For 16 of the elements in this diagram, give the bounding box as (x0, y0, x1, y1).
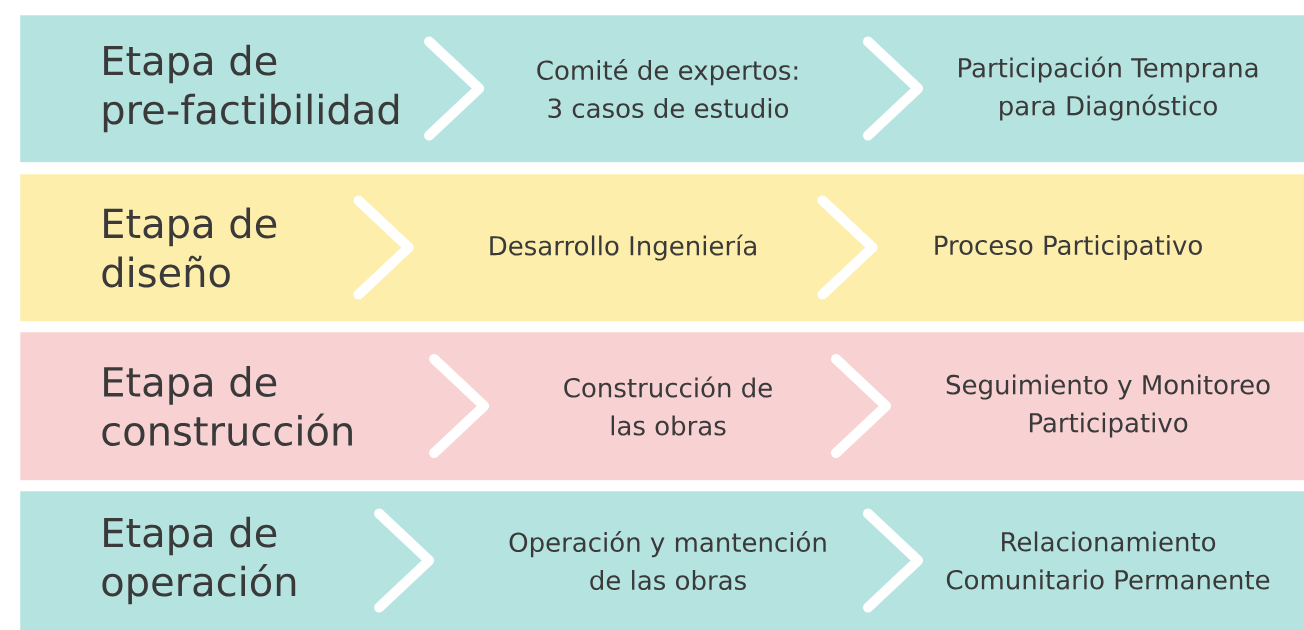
step-text: Construcción de las obras (564, 376, 772, 436)
step-text: Desarrollo Ingeniería (490, 234, 756, 261)
band (20, 174, 1304, 322)
band (20, 332, 1304, 481)
band (20, 491, 1304, 630)
step-text: Relacionamiento Comunitario Permanente (946, 531, 1270, 590)
stage-title: Etapa de pre-factibilidad (103, 44, 399, 133)
step-text: Operación y mantención de las obras (509, 530, 826, 591)
step-text: Participación Temprana para Diagnóstico (959, 56, 1258, 121)
step-text: Comité de expertos: 3 casos de estudio (537, 58, 798, 119)
band (20, 15, 1304, 163)
step-text: Proceso Participativo (935, 234, 1202, 261)
step-text: Seguimiento y Monitoreo Participativo (946, 374, 1270, 438)
stage-title: Etapa de operación (102, 516, 296, 605)
stage-title: Etapa de diseño (102, 207, 277, 288)
stage-title: Etapa de construcción (102, 366, 352, 446)
